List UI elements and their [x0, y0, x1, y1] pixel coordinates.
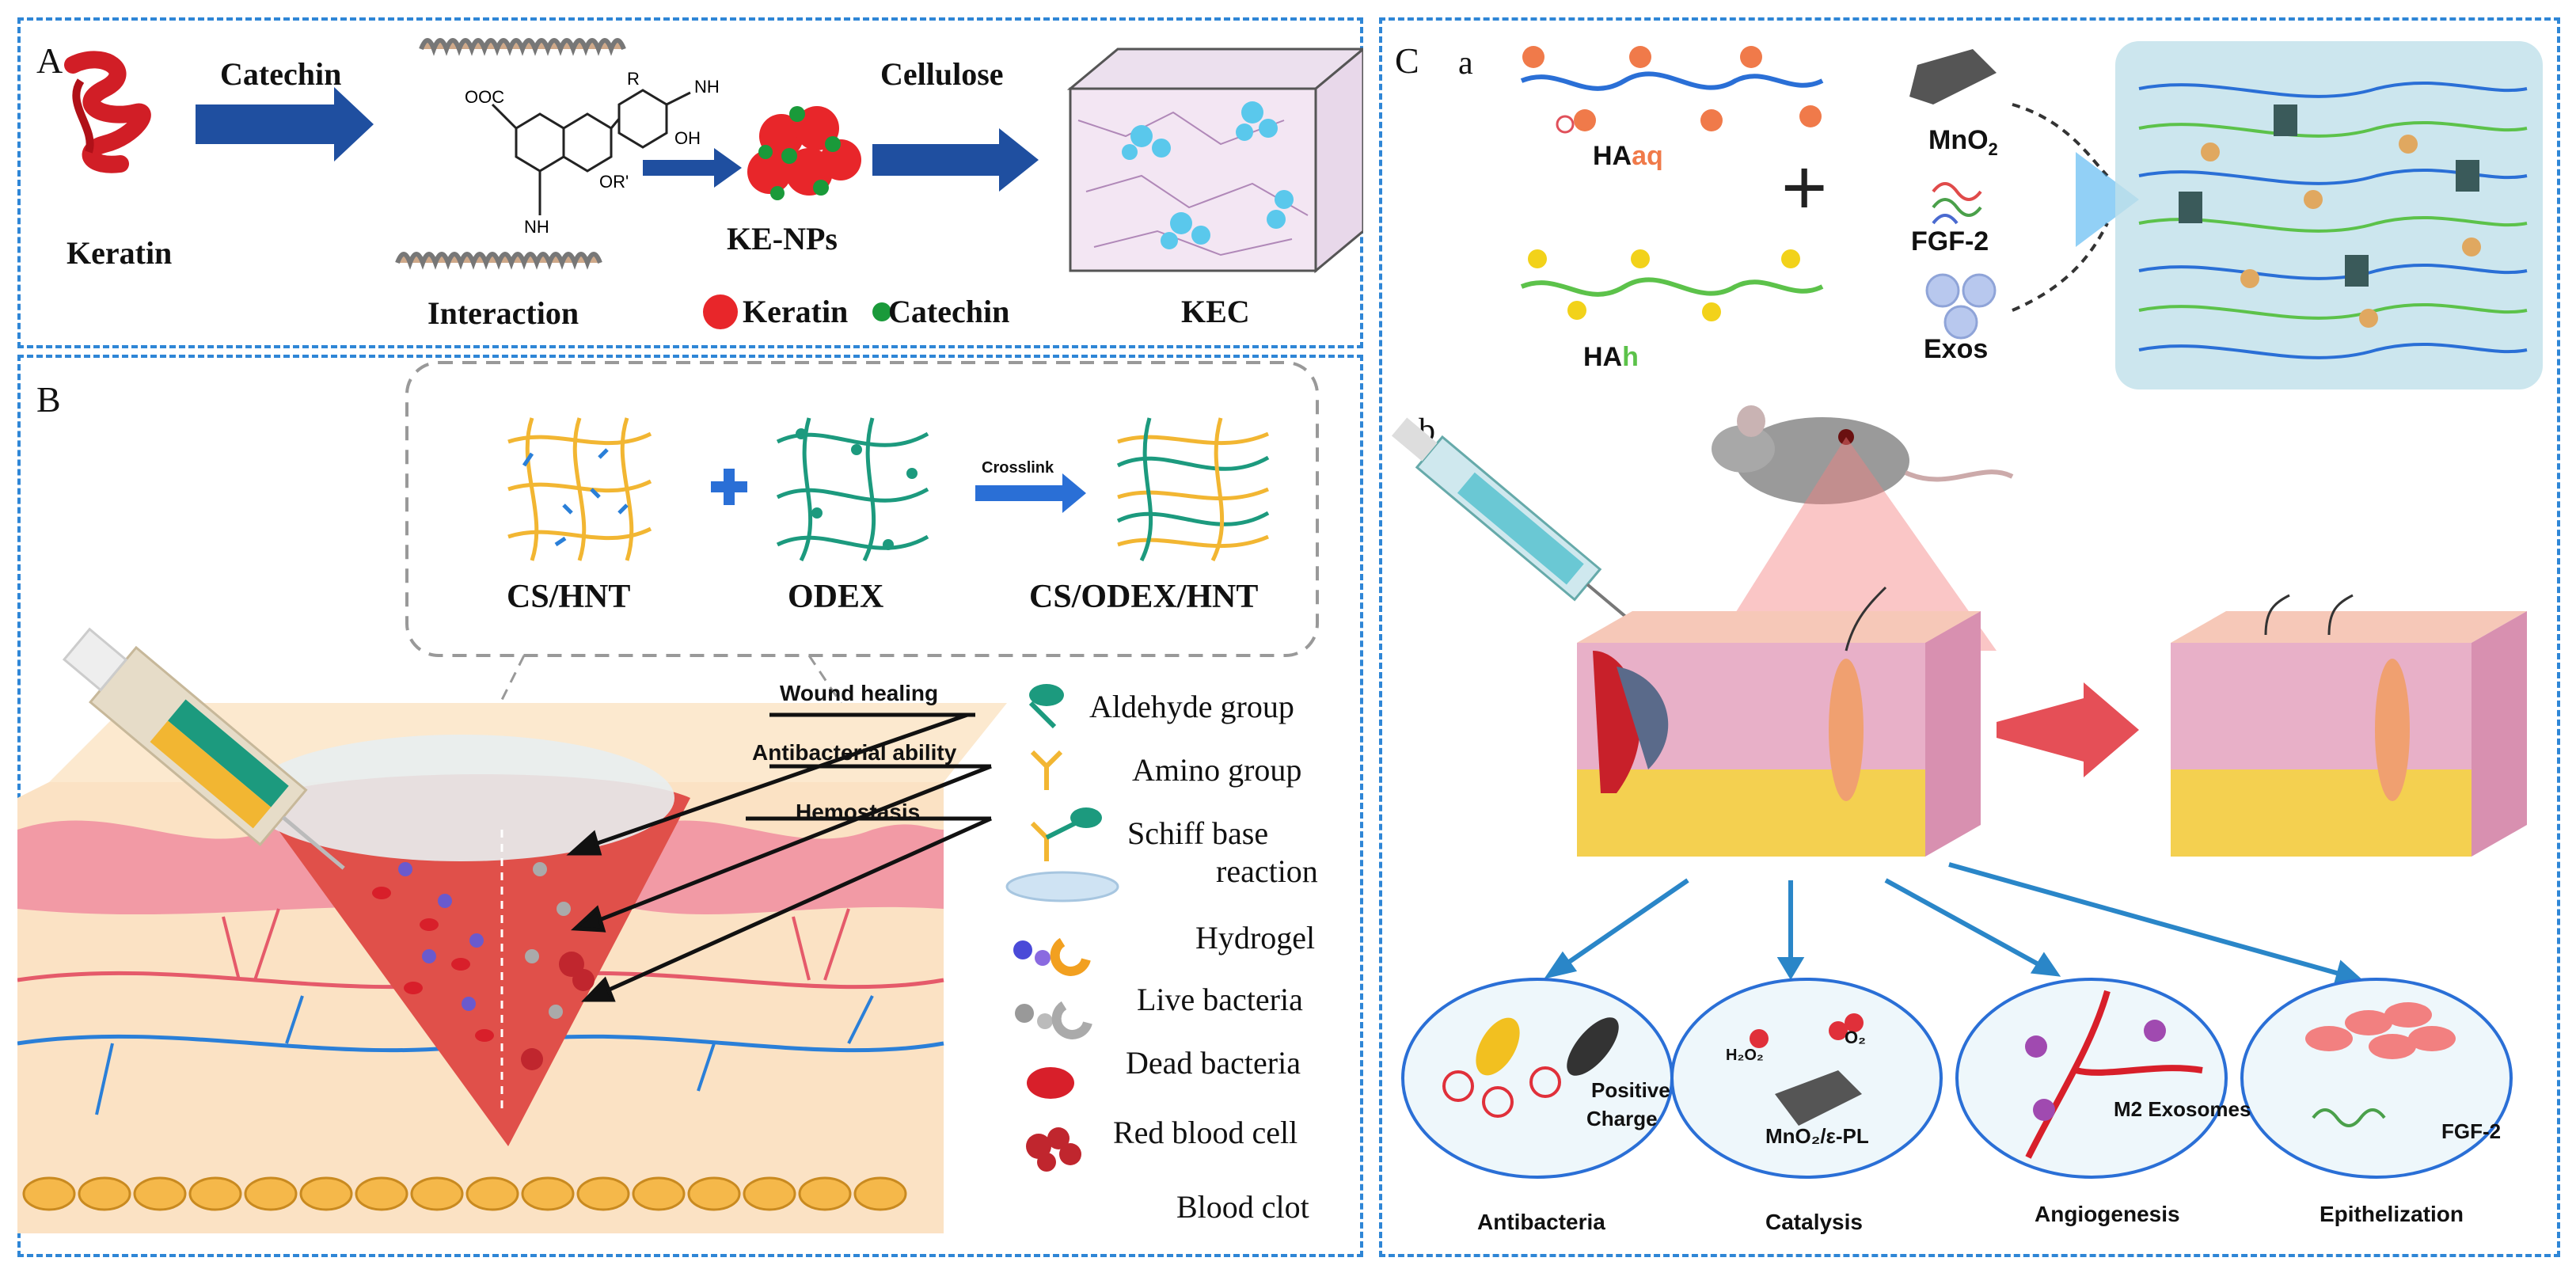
crosslink-label: Crosslink	[982, 459, 1054, 477]
epithelization-circle	[2240, 978, 2513, 1179]
exos-vesicles-icon	[1925, 273, 1997, 340]
legend-schiff-base: Schiff base	[1127, 815, 1269, 851]
plus-sign: +	[1781, 143, 1828, 232]
cs-odex-hnt-network-icon	[1116, 417, 1270, 562]
caption-catalysis: Catalysis	[1765, 1210, 1863, 1234]
catechin-label: Catechin	[220, 56, 342, 92]
arrow-catechin	[196, 87, 374, 161]
cs-hnt-network-icon	[507, 417, 652, 561]
legend-amino: Amino group	[1132, 752, 1302, 788]
caption-antibacteria: Antibacteria	[1477, 1210, 1605, 1234]
legend-hydrogel: Hydrogel	[1195, 920, 1316, 956]
wounded-skin-block	[1577, 586, 1981, 857]
svg-text:OOC: OOC	[465, 87, 504, 107]
legend-blood-clot: Blood clot	[1176, 1189, 1309, 1225]
catechin-legend-label: Catechin	[888, 294, 1010, 329]
caption-angiogenesis: Angiogenesis	[2035, 1202, 2180, 1226]
svg-text:NH: NH	[524, 217, 549, 237]
panel-c-letter: C	[1395, 40, 1419, 81]
caption-epithelization: Epithelization	[2320, 1202, 2464, 1226]
legend-red-blood-cell: Red blood cell	[1113, 1115, 1298, 1150]
odex-network-icon	[776, 417, 929, 562]
positive-label: Positive	[1591, 1078, 1670, 1102]
kec-hydrogel-box-icon	[1066, 47, 1363, 274]
catechin-legend-dot	[872, 302, 891, 321]
svg-text:NH: NH	[694, 77, 720, 97]
antibacteria-circle	[1401, 978, 1674, 1179]
keratin-label: Keratin	[66, 235, 173, 271]
wound-healing-label: Wound healing	[780, 681, 939, 705]
red-blood-cell-icon	[1027, 1067, 1074, 1099]
keratin-legend-label: Keratin	[743, 294, 849, 329]
haaq-label: HAaq	[1593, 141, 1663, 171]
panel-c	[1379, 17, 2560, 1257]
mno2-pl-label: MnO₂/ε-PL	[1765, 1124, 1869, 1148]
dead-bacteria-icon	[1015, 1001, 1092, 1039]
hah-chain-icon	[1520, 249, 1824, 321]
syringe-icon	[62, 627, 345, 870]
mno2-sheet-icon	[1909, 49, 1997, 104]
h2o2-label: H₂O₂	[1726, 1047, 1764, 1064]
hemostasis-label: Hemostasis	[796, 800, 921, 824]
polymer-spring-bottom	[395, 252, 602, 270]
arrow-cellulose	[872, 128, 1039, 192]
catechin-structure-icon	[491, 89, 691, 215]
angiogenesis-circle	[1955, 978, 2228, 1179]
m2-exosomes-label: M2 Exosomes	[2114, 1097, 2251, 1121]
amino-group-icon	[1030, 750, 1063, 790]
panel-b-graphics	[17, 361, 1319, 1233]
polymer-spring-top	[419, 38, 626, 56]
hydrogel-dome	[247, 735, 674, 861]
hydrogel-legend-icon	[1005, 871, 1119, 902]
keratin-legend-dot	[703, 294, 738, 329]
panel-c-graphics	[1391, 41, 2543, 1179]
crosslink-arrow	[975, 473, 1086, 513]
schiff-base-icon	[1030, 807, 1102, 861]
interaction-label: Interaction	[427, 295, 579, 331]
hah-label: HAh	[1583, 342, 1639, 372]
fgf2-protein-icon	[1932, 182, 1982, 225]
panel-c-sub-a: a	[1458, 45, 1473, 82]
panel-b-letter: B	[36, 379, 61, 420]
svg-text:OR': OR'	[599, 172, 629, 192]
aldehyde-group-icon	[1028, 684, 1064, 729]
antibacterial-label: Antibacterial ability	[752, 740, 957, 765]
cellulose-label: Cellulose	[880, 56, 1004, 92]
ke-nps-label: KE-NPs	[727, 221, 838, 256]
legend-live-bacteria: Live bacteria	[1137, 982, 1303, 1017]
arrow-to-nps	[643, 148, 742, 188]
fgf2-b-label: FGF-2	[2441, 1119, 2502, 1143]
mouse-icon	[1712, 405, 2014, 504]
mno2-label: MnO2	[1928, 125, 1998, 159]
keratin-helix-icon	[64, 51, 151, 173]
odex-label: ODEX	[788, 579, 884, 615]
cs-odex-hnt-label: CS/ODEX/HNT	[1029, 579, 1259, 615]
panel-a-letter: A	[36, 40, 63, 81]
svg-text:OH: OH	[674, 128, 701, 148]
live-bacteria-icon	[1013, 937, 1091, 976]
fgf2-label: FGF-2	[1911, 226, 1989, 256]
catalysis-circle	[1670, 978, 1943, 1179]
o2-label: O₂	[1845, 1028, 1866, 1047]
svg-text:R: R	[627, 69, 640, 89]
haaq-chain-icon	[1520, 46, 1824, 134]
panel-a-graphics: OOC NH R OH OR' NH	[64, 38, 1363, 329]
healed-skin-block	[2171, 594, 2527, 857]
cell-row	[22, 1176, 907, 1211]
charge-label: Charge	[1586, 1107, 1658, 1130]
legend-schiff-reaction: reaction	[1216, 853, 1318, 889]
cs-hnt-label: CS/HNT	[507, 579, 631, 615]
exos-label: Exos	[1924, 334, 1989, 364]
wound-cone	[255, 774, 690, 1146]
crosslink-inset	[405, 361, 1319, 657]
legend-dead-bacteria: Dead bacteria	[1126, 1045, 1301, 1081]
blood-clot-icon	[1026, 1127, 1081, 1172]
legend-aldehyde: Aldehyde group	[1089, 689, 1294, 724]
syringe-c-icon	[1391, 417, 1637, 627]
kec-label: KEC	[1181, 294, 1250, 329]
ke-nps-cluster-icon	[747, 106, 861, 200]
